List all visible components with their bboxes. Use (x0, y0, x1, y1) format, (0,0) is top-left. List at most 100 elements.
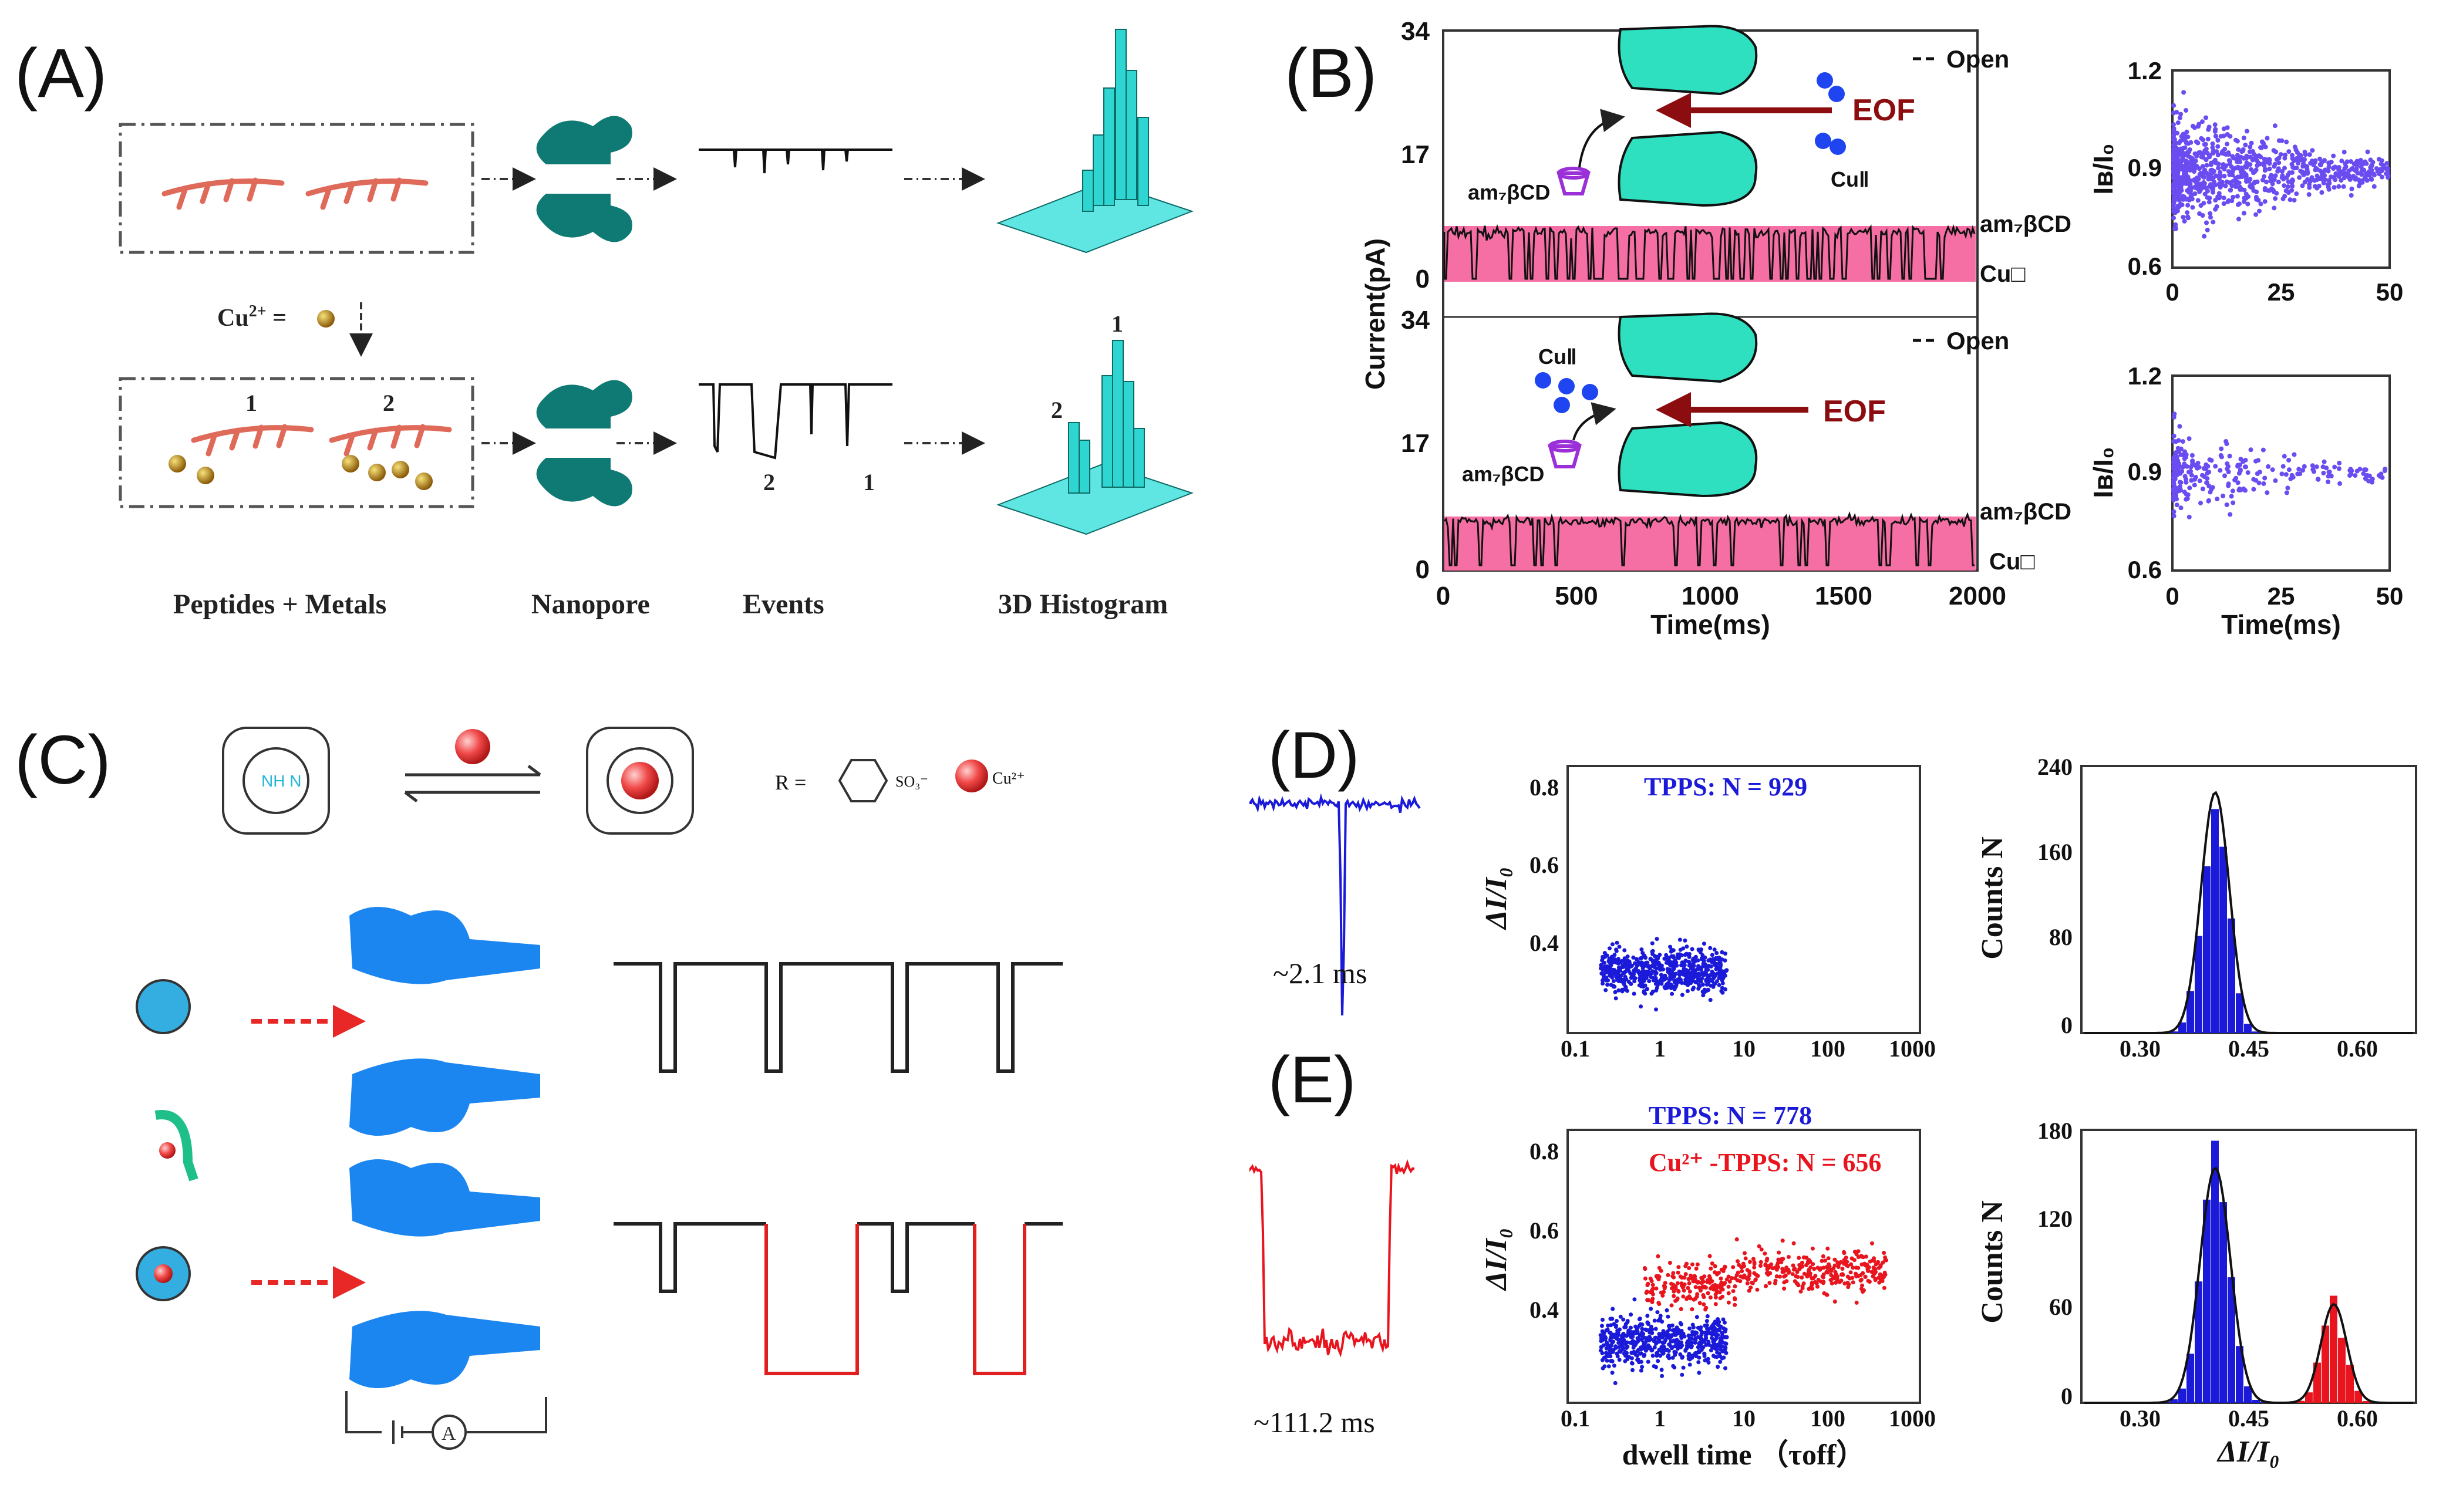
scatter-point (2285, 485, 2290, 491)
svg-text:Counts N: Counts N (1976, 836, 2009, 960)
scatter-point (2235, 464, 2241, 469)
scatter-point (2181, 215, 2186, 220)
scatter-point (2194, 176, 2199, 180)
svg-text:180: 180 (2037, 1118, 2073, 1144)
scatter-point (1613, 996, 1618, 1001)
b-x-ticks: 0 500 1000 1500 2000 (1436, 582, 2006, 610)
svg-text:240: 240 (2037, 754, 2073, 780)
benzene-ring (838, 759, 888, 802)
scatter-point (2192, 125, 2197, 130)
scatter-point (1670, 1355, 1675, 1360)
scatter-point (1608, 1317, 1613, 1321)
scatter-point (2172, 477, 2178, 481)
scatter-point (2305, 171, 2310, 176)
scatter-point (1810, 1286, 1815, 1291)
scatter-point (1669, 1335, 1673, 1339)
scatter-point (1643, 1348, 1648, 1353)
scatter-point (2212, 122, 2218, 127)
scatter-point (2251, 487, 2256, 492)
event-label-2: 2 (763, 469, 775, 495)
hist-bar (2244, 1024, 2252, 1033)
svg-text:10: 10 (1732, 1405, 1756, 1432)
scatter-point (2204, 480, 2209, 485)
scatter-point (2178, 487, 2183, 492)
scatter-point (1697, 1341, 1702, 1346)
scatter-point (1814, 1281, 1819, 1286)
hist-bar (2252, 1400, 2260, 1403)
scatter-point (1680, 1372, 1684, 1377)
scatter-point (2171, 509, 2177, 514)
scatter-point (1603, 954, 1608, 959)
scatter-point (1620, 959, 1625, 963)
scatter-point (1734, 1237, 1739, 1241)
scatter-point (1687, 1281, 1692, 1285)
scatter-point (1846, 1285, 1851, 1290)
scatter-point (1851, 1280, 1855, 1285)
scatter-point (1697, 1371, 1702, 1375)
hist-bar (2178, 1022, 2186, 1033)
scatter-point (1811, 1262, 1815, 1267)
scatter-point (2383, 467, 2388, 472)
scatter-point (2215, 161, 2219, 166)
scatter-point (1764, 1284, 1768, 1288)
scatter-point (1611, 979, 1616, 983)
scatter-point (2280, 173, 2285, 178)
svg-text:1: 1 (1654, 1405, 1666, 1432)
scatter-point (2230, 173, 2235, 178)
scatter-point (2369, 177, 2374, 182)
scatter-point (2185, 153, 2191, 158)
svg-text:ΔI/I₀: ΔI/I₀ (1480, 867, 1513, 930)
caption-3d-histogram: 3D Histogram (998, 589, 1168, 620)
scatter-point (2246, 162, 2252, 167)
scatter-point (1849, 1262, 1854, 1267)
scatter-point (2284, 139, 2289, 144)
scatter-point (2172, 411, 2177, 417)
scatter-point (2206, 484, 2212, 488)
scatter-point (1599, 963, 1603, 967)
b-scatter-bottom: Iʙ/I₀ 1.2 0.9 0.6 0 25 50 Time(ms) (2088, 362, 2403, 640)
scatter-point (1632, 1344, 1636, 1348)
panel-e: (E) ~111.2 ms TPPS: N = 778 Cu²⁺ -TPPS: … (1249, 1043, 2417, 1471)
scatter-point (1767, 1263, 1772, 1268)
scatter-point (1775, 1261, 1780, 1265)
scatter-point (1696, 977, 1700, 981)
scatter-point (1807, 1267, 1811, 1272)
scatter-point (2270, 177, 2275, 182)
scatter-point (2283, 472, 2289, 477)
scatter-point (2205, 476, 2210, 481)
scatter-point (2294, 191, 2299, 197)
scatter-point (1652, 1364, 1656, 1369)
scatter-point (2253, 458, 2258, 464)
scatter-point (1878, 1264, 1883, 1269)
scatter-point (1714, 1321, 1719, 1325)
scatter-point (2384, 161, 2390, 166)
scatter-point (1669, 949, 1673, 954)
scatter-point (2233, 182, 2239, 187)
svg-text:34: 34 (1401, 306, 1430, 335)
scatter-point (2282, 183, 2287, 188)
scatter-point (2236, 471, 2242, 476)
scatter-point (1666, 958, 1671, 963)
scatter-point (2172, 197, 2178, 203)
scatter-point (1677, 937, 1682, 942)
scatter-point (2216, 182, 2221, 187)
scatter-point (2262, 187, 2268, 193)
scatter-point (1720, 986, 1724, 990)
scatter-point (2302, 150, 2307, 155)
scatter-point (1723, 1264, 1727, 1269)
scatter-point (1685, 989, 1690, 993)
scatter-point (1606, 1354, 1611, 1358)
svg-text:1000: 1000 (1889, 1035, 1936, 1062)
scatter-point (1835, 1277, 1839, 1281)
scatter-point (1658, 1314, 1663, 1318)
svg-text:0: 0 (1436, 582, 1450, 610)
scatter-point (1713, 981, 1717, 986)
scatter-point (1645, 1314, 1650, 1318)
scatter-point (2233, 176, 2238, 181)
scatter-point (1708, 1295, 1713, 1300)
scatter-point (1637, 1360, 1642, 1365)
scatter-point (2211, 190, 2216, 195)
e-hist-red-bars (2289, 1295, 2378, 1403)
scatter-point (2205, 227, 2210, 232)
porphyrin-free: NH N (222, 727, 330, 835)
